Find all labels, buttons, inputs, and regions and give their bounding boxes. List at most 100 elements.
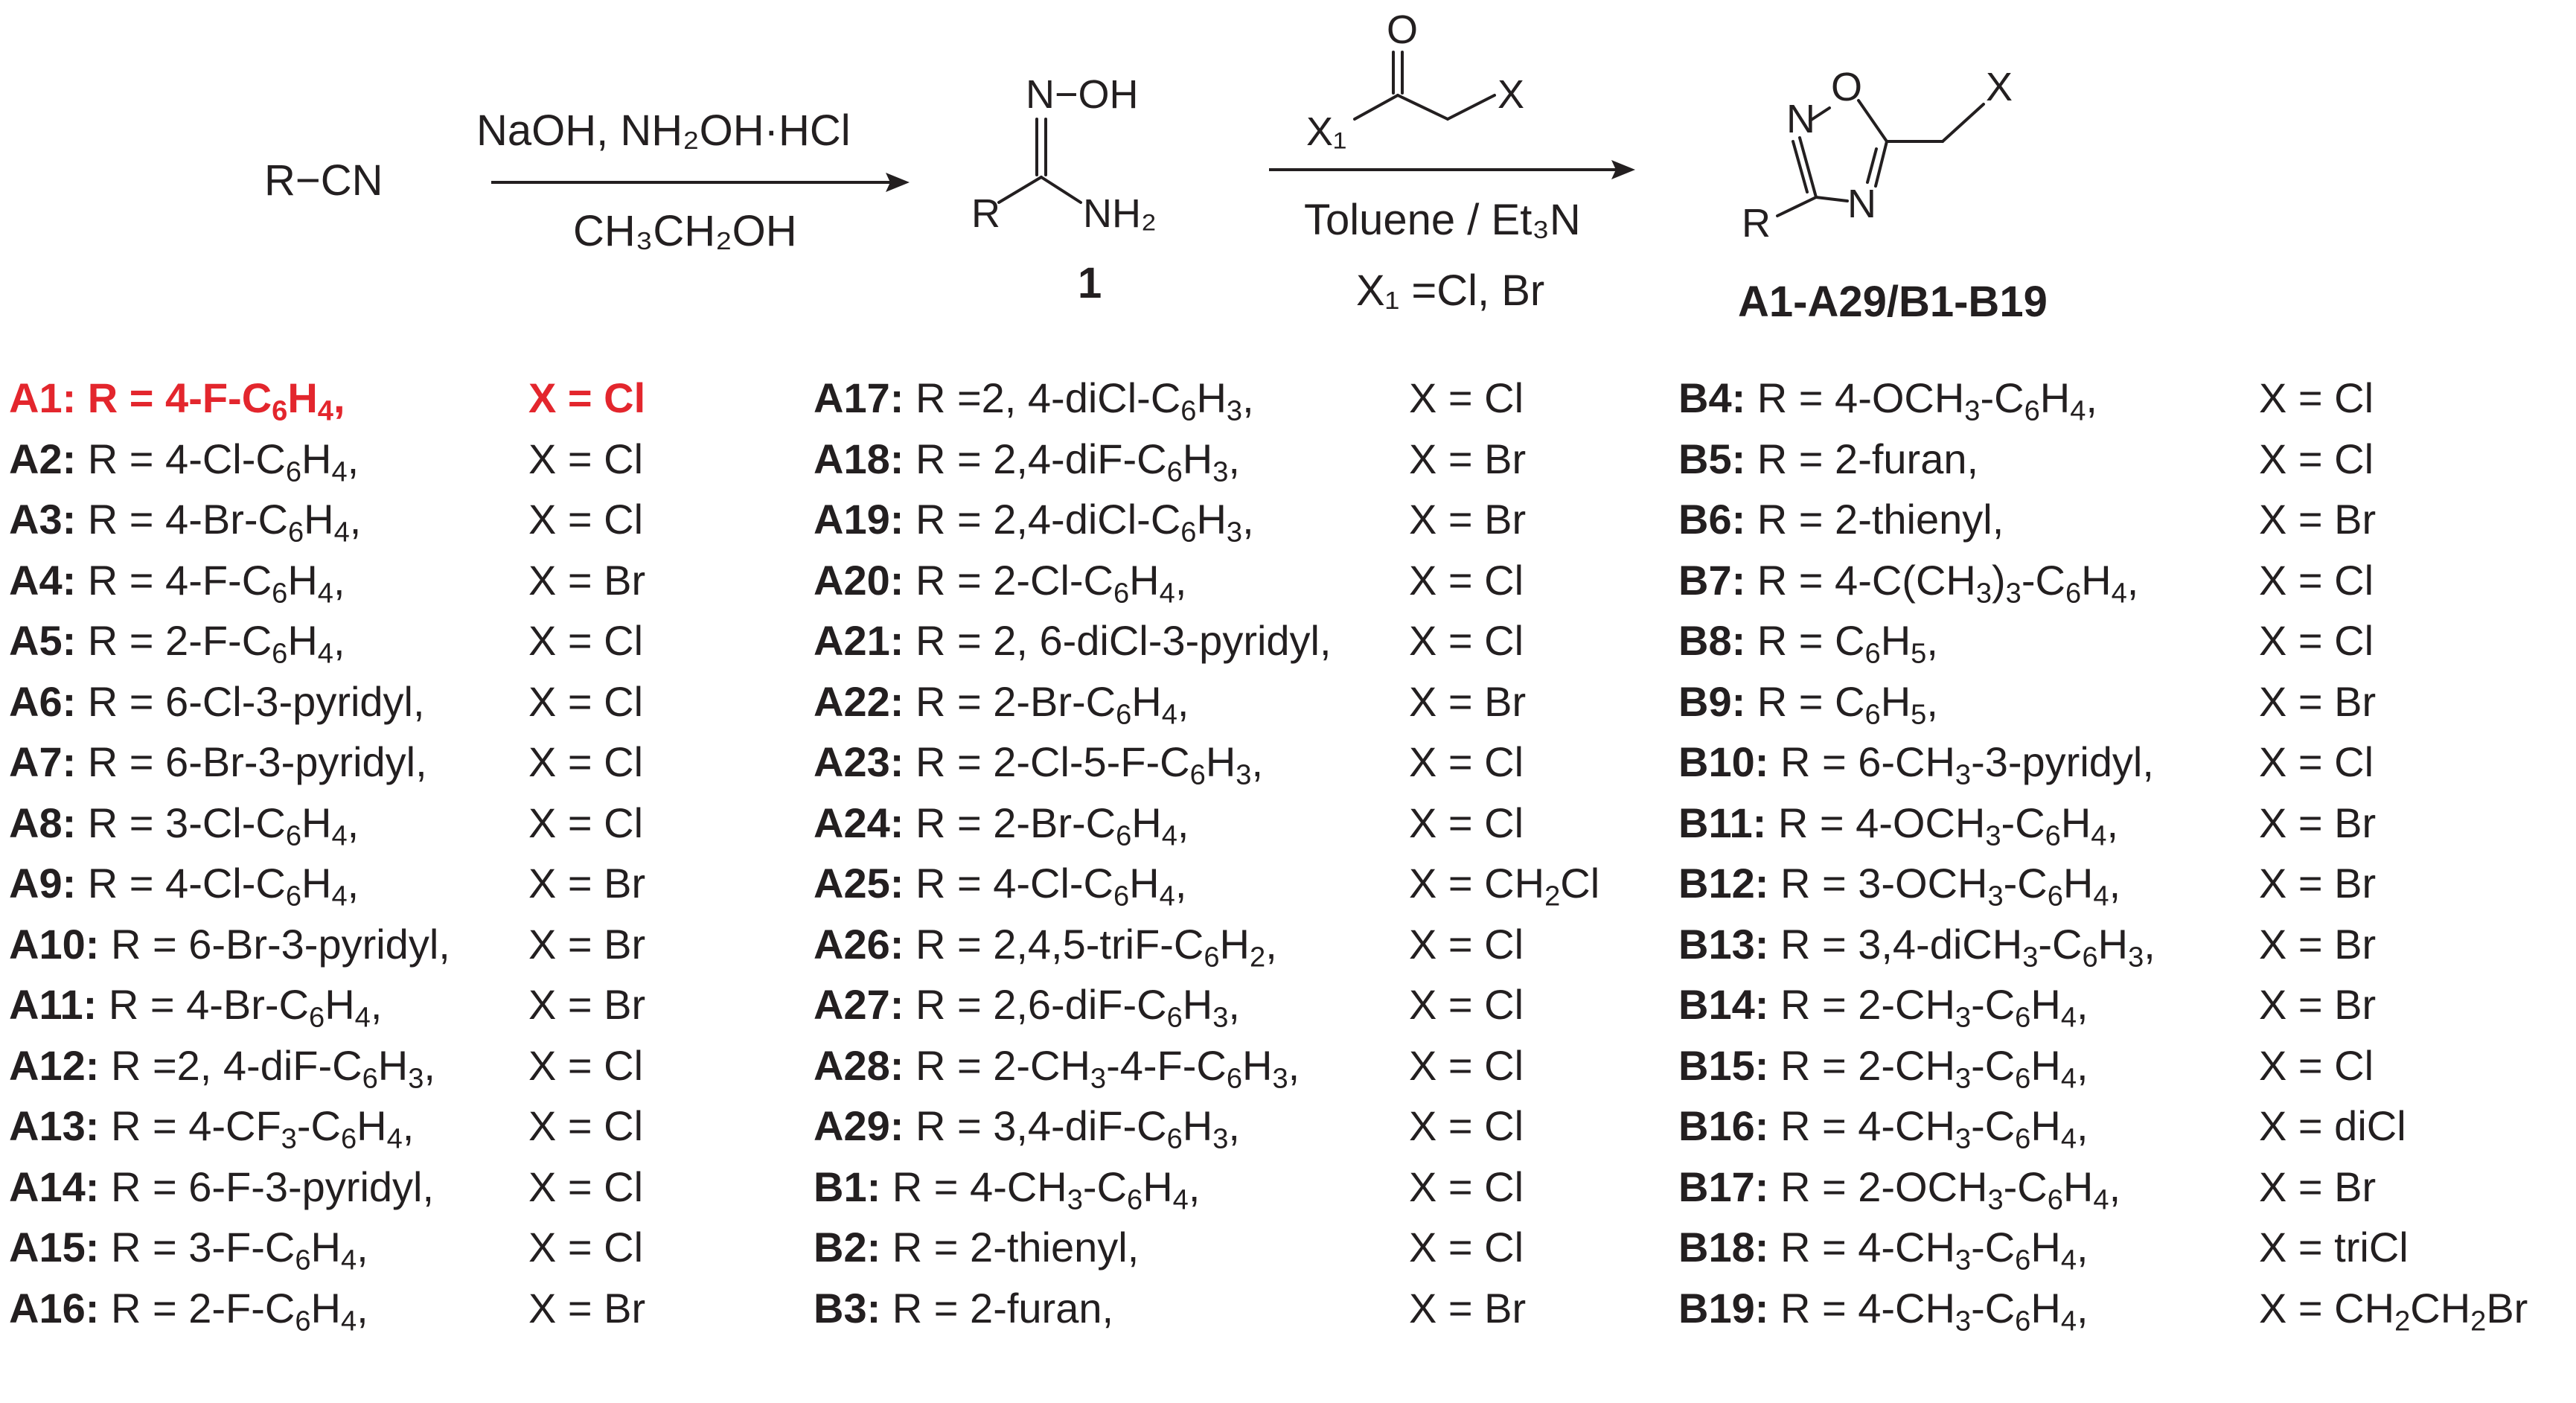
- compound-r-group: R = 3-F-C6H4,: [99, 1224, 368, 1276]
- product-o-c5-bond: [1857, 99, 1888, 143]
- compound-entry: A7: R = 6-Br-3-pyridyl,: [9, 736, 427, 788]
- compound-x-group: X = Br: [528, 556, 646, 604]
- compound-r-group: R = 6-Br-3-pyridyl,: [76, 738, 427, 785]
- compound-x-group: X = Cl: [528, 1163, 644, 1210]
- compound-r-group: R =2, 4-diCl-C6H3,: [904, 374, 1254, 427]
- compound-r-group: R = C6H5,: [1745, 617, 1938, 670]
- compound-label: B8:: [1678, 617, 1746, 664]
- product-c3-n2-bond-b: [1792, 140, 1809, 194]
- product-c5-n4-bond-b: [1866, 147, 1878, 184]
- compound-r-group: R = 6-Cl-3-pyridyl,: [76, 677, 425, 725]
- compound-x-group: X = Cl: [1409, 1224, 1524, 1271]
- compound-entry: A6: R = 6-Cl-3-pyridyl,: [9, 676, 425, 728]
- compound-r-group: R = 2,4-diF-C6H3,: [904, 435, 1240, 488]
- compound-entry: B18: R = 4-CH3-C6H4,: [1678, 1221, 2088, 1275]
- compound-entry: B1: R = 4-CH3-C6H4,: [814, 1161, 1201, 1216]
- compound-x-group: X = Cl: [528, 799, 644, 846]
- compound-x-group: X = Cl: [528, 496, 644, 543]
- compound-entry: A9: R = 4-Cl-C6H4,: [9, 857, 359, 911]
- compound-r-group: R = C6H5,: [1745, 677, 1938, 731]
- compound-x-group: X = Cl: [528, 435, 644, 482]
- compound-r-group: R = 2-Br-C6H4,: [904, 677, 1189, 731]
- compound-entry: A16: R = 2-F-C6H4,: [9, 1282, 368, 1338]
- compound-r-group: R = 4-Br-C6H4,: [76, 496, 362, 549]
- compound-entry: A2: R = 4-Cl-C6H4,: [9, 433, 359, 487]
- compound-entry: A5: R = 2-F-C6H4,: [9, 615, 345, 668]
- compound-x-group: X = Cl: [1409, 374, 1524, 421]
- compound-label: B3:: [814, 1284, 881, 1332]
- product-r: R: [1742, 201, 1771, 246]
- product-r-bond: [1776, 196, 1818, 217]
- compound-label: A6:: [9, 677, 77, 725]
- compound-label: A26:: [814, 920, 904, 968]
- compound-label: A1:: [9, 374, 77, 421]
- compound-r-group: R = 2-Cl-C6H4,: [904, 556, 1187, 610]
- compound-label: A24:: [814, 799, 904, 846]
- step2-conditions: Toluene / Et₃N: [1304, 196, 1581, 244]
- compound-x-group: X = Br: [1409, 1284, 1527, 1332]
- compound-entry: A12: R =2, 4-diF-C6H3,: [9, 1040, 435, 1093]
- compound-label: A5:: [9, 617, 77, 664]
- product-no-bond: [1809, 106, 1831, 122]
- compound-entry: A17: R =2, 4-diCl-C6H3,: [814, 372, 1254, 427]
- compound-entry: B17: R = 2-OCH3-C6H4,: [1678, 1161, 2120, 1215]
- reaction-arrow-1-head: [886, 173, 910, 192]
- compound-x-group: X = Cl: [528, 677, 644, 725]
- compound-x-group: X = Cl: [528, 617, 644, 664]
- compound-entry: A20: R = 2-Cl-C6H4,: [814, 555, 1187, 610]
- compound-label: A20:: [814, 556, 904, 604]
- compound-label: B17:: [1678, 1163, 1769, 1210]
- reagent-oxygen: O: [1387, 7, 1418, 52]
- compound-label: A19:: [814, 496, 904, 543]
- compound-label: B16:: [1678, 1102, 1769, 1149]
- compound-label: A18:: [814, 435, 904, 482]
- compound-entry: A10: R = 6-Br-3-pyridyl,: [9, 918, 450, 971]
- compound-label: B13:: [1678, 920, 1769, 968]
- step2-halide-note: X₁ =Cl, Br: [1356, 266, 1544, 315]
- compound-x-group: X = Br: [1409, 435, 1527, 482]
- compound-entry: A27: R = 2,6-diF-C6H3,: [814, 979, 1240, 1034]
- compound-x-group: X = Cl: [528, 738, 644, 785]
- compound-label: A27:: [814, 981, 904, 1028]
- compound-label: A4:: [9, 556, 77, 604]
- compound-entry: B12: R = 3-OCH3-C6H4,: [1678, 857, 2120, 911]
- compound-r-group: R = 2-thienyl,: [880, 1224, 1140, 1271]
- reagent-cx-bond: [1446, 94, 1496, 121]
- compound-r-group: R = 2-furan,: [880, 1284, 1114, 1332]
- compound-r-group: R = 2-CH3-4-F-C6H3,: [904, 1041, 1300, 1095]
- compound-r-group: R = 2-Cl-5-F-C6H3,: [904, 738, 1264, 791]
- compound-x-group: X = Br: [528, 1284, 646, 1332]
- compound-r-group: R = 2-thienyl,: [1745, 496, 2004, 543]
- compound-entry: B4: R = 4-OCH3-C6H4,: [1678, 372, 2097, 426]
- compound-x-group: X = Cl: [1409, 1041, 1524, 1089]
- compound-label: A15:: [9, 1224, 100, 1271]
- compound-label: A25:: [814, 860, 904, 907]
- compound-entry: A29: R = 3,4-diF-C6H3,: [814, 1100, 1240, 1154]
- compound-r-group: R = 2-Br-C6H4,: [904, 799, 1189, 852]
- compound-r-group: R = 2-CH3-C6H4,: [1768, 1041, 2088, 1095]
- compound-label: A12:: [9, 1041, 100, 1089]
- compound-entry: B8: R = C6H5,: [1678, 615, 1938, 670]
- compound-r-group: R = 2-furan,: [1745, 435, 1979, 482]
- compound-entry: B2: R = 2-thienyl,: [814, 1221, 1139, 1273]
- compound-x-group: X = Br: [2259, 496, 2377, 543]
- compound-x-group: X = Cl: [528, 1102, 644, 1149]
- compound-label: A2:: [9, 435, 77, 482]
- compound-x-group: X = Br: [2259, 799, 2377, 846]
- compound-label: B7:: [1678, 556, 1746, 604]
- compound-label: A28:: [814, 1041, 904, 1089]
- start-material: R−CN: [264, 156, 383, 205]
- compound-entry: A11: R = 4-Br-C6H4,: [9, 979, 382, 1032]
- compound-entry: A19: R = 2,4-diCl-C6H3,: [814, 493, 1254, 547]
- compound-x-group: X = Cl: [1409, 556, 1524, 604]
- compound-x-group: X = diCl: [2259, 1102, 2406, 1149]
- compound-label: B5:: [1678, 435, 1746, 482]
- compound-r-group: R = 4-CH3-C6H4,: [880, 1163, 1201, 1216]
- compound-r-group: R = 2-F-C6H4,: [99, 1284, 368, 1338]
- reaction-arrow-2-head: [1611, 160, 1635, 179]
- compound-label: B9:: [1678, 677, 1746, 725]
- compound-r-group: R = 2,6-diF-C6H3,: [904, 981, 1240, 1034]
- compound-x-group: X = Br: [1409, 677, 1527, 725]
- reagent-x: X: [1498, 72, 1524, 117]
